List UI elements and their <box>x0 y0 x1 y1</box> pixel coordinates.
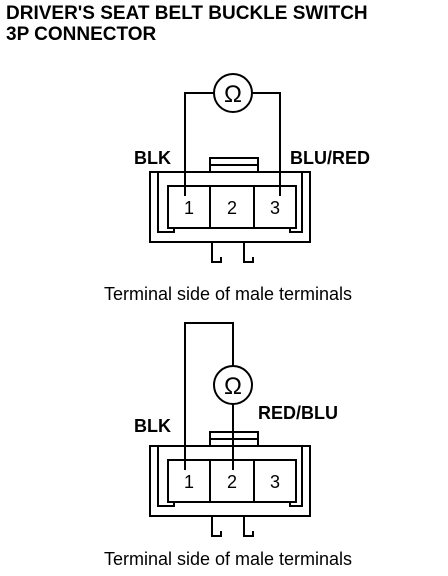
bottom-tab-right <box>243 516 254 537</box>
wire-label-left-2: BLK <box>134 416 171 436</box>
probe-wire-left <box>184 92 214 196</box>
diagram-1 <box>149 73 311 263</box>
wire-label-right-2: RED/BLU <box>258 403 338 423</box>
bottom-tab-right <box>243 242 254 263</box>
ohmmeter-symbol-2: Ω <box>224 373 242 400</box>
terminal-number-1: 1 <box>184 472 194 492</box>
connector-housing <box>149 171 311 243</box>
title-line-1: DRIVER'S SEAT BELT BUCKLE SWITCH <box>6 3 368 24</box>
terminal-number-2: 2 <box>227 198 237 218</box>
wire-label-left-1: BLK <box>134 148 171 168</box>
ohmmeter-circle <box>213 365 253 405</box>
probe-wire-left <box>184 322 234 470</box>
terminal-number-2: 2 <box>227 472 237 492</box>
connector-housing <box>149 445 311 517</box>
title-line-2: 3P CONNECTOR <box>6 24 157 45</box>
caption-2: Terminal side of male terminals <box>104 549 352 569</box>
ohmmeter-symbol-1: Ω <box>224 81 242 108</box>
bottom-tab-left <box>211 516 222 537</box>
wire-label-right-1: BLU/RED <box>290 148 370 168</box>
terminal-number-3: 3 <box>270 472 280 492</box>
terminal-block <box>167 459 297 503</box>
terminal-number-1: 1 <box>184 198 194 218</box>
terminal-number-3: 3 <box>270 198 280 218</box>
ohmmeter-circle <box>213 73 253 113</box>
caption-1: Terminal side of male terminals <box>104 284 352 304</box>
terminal-block <box>167 185 297 229</box>
bottom-tab-left <box>211 242 222 263</box>
diagram-2 <box>149 322 311 537</box>
probe-wire-right <box>252 92 281 196</box>
